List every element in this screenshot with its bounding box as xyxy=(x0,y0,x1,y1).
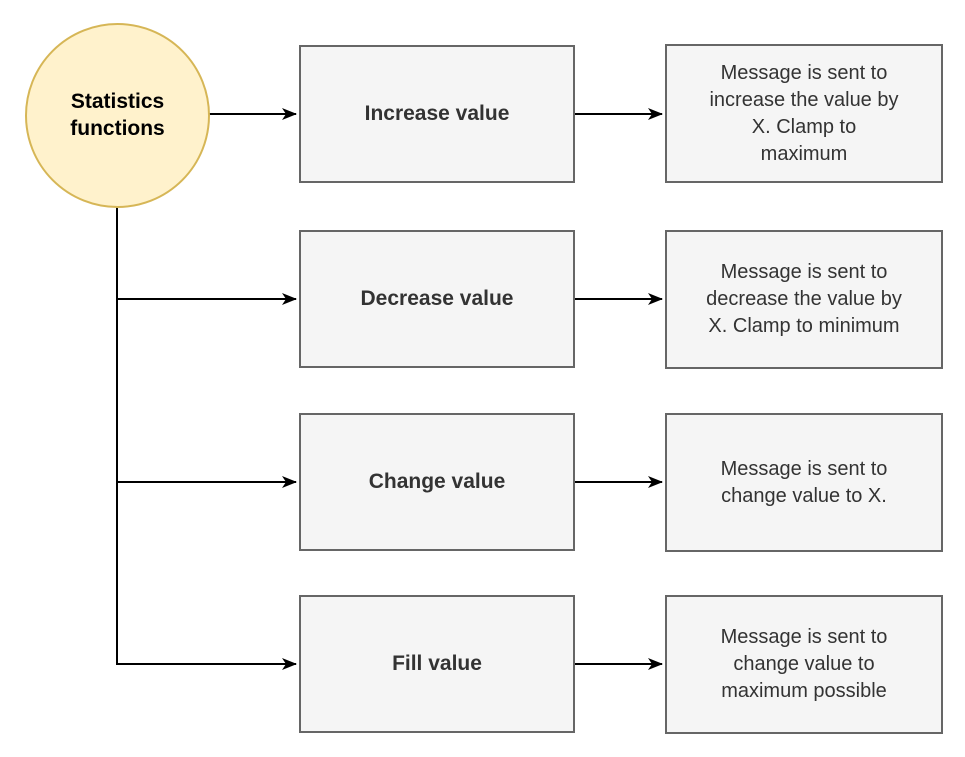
description-box-change-value: Message is sent to change value to X. xyxy=(665,413,943,552)
function-box-increase-value: Increase value xyxy=(299,45,575,183)
function-box-decrease-value: Decrease value xyxy=(299,230,575,368)
function-box-fill-value: Fill value xyxy=(299,595,575,733)
description-text: Message is sent to change value to maxim… xyxy=(720,626,888,702)
function-box-change-value: Change value xyxy=(299,413,575,551)
function-label: Decrease value xyxy=(360,287,514,310)
root-node-statistics-functions: Statistics functions xyxy=(25,23,210,208)
description-box-decrease-value: Message is sent to decrease the value by… xyxy=(665,230,943,369)
function-label: Increase value xyxy=(364,102,510,125)
function-label: Fill value xyxy=(392,652,482,675)
root-node-label: Statistics functions xyxy=(70,90,165,140)
function-label: Change value xyxy=(368,470,506,493)
description-box-increase-value: Message is sent to increase the value by… xyxy=(665,44,943,183)
description-text: Message is sent to increase the value by… xyxy=(709,61,899,165)
description-text: Message is sent to change value to X. xyxy=(720,457,888,507)
description-text: Message is sent to decrease the value by… xyxy=(706,261,902,337)
description-box-fill-value: Message is sent to change value to maxim… xyxy=(665,595,943,734)
